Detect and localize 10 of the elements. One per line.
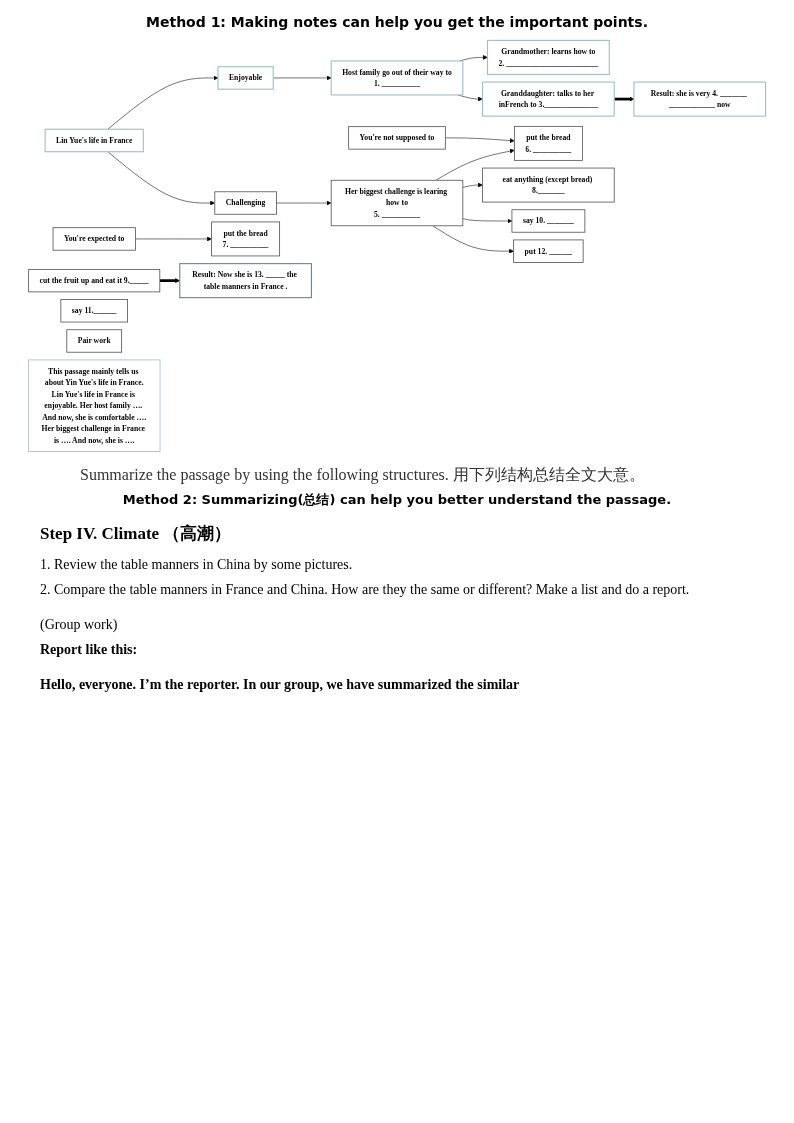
list-item: 2. Compare the table manners in France and China. How are they the same or different? Make a list and do a report. <box>40 580 691 599</box>
list-item: 1. Review the table manners in China by some pictures. <box>40 555 354 574</box>
instruction-text: Summarize the passage by using the following structures. 用下列结构总结全文大意。 <box>80 464 646 486</box>
arrow <box>159 278 180 284</box>
method-note: Method 2: Summarizing(总结) can help you better understand the passage. <box>121 491 673 510</box>
report-text: Hello, everyone. I’m the reporter. In our group, we have summarized the similar <box>40 675 521 694</box>
section-heading: Step IV. Climate （高潮） <box>40 523 233 546</box>
report-prompt: Report like this: <box>40 640 139 659</box>
title: Method 1: Making notes can help you get the important points. <box>145 14 649 30</box>
note-text: (Group work) <box>40 615 119 634</box>
